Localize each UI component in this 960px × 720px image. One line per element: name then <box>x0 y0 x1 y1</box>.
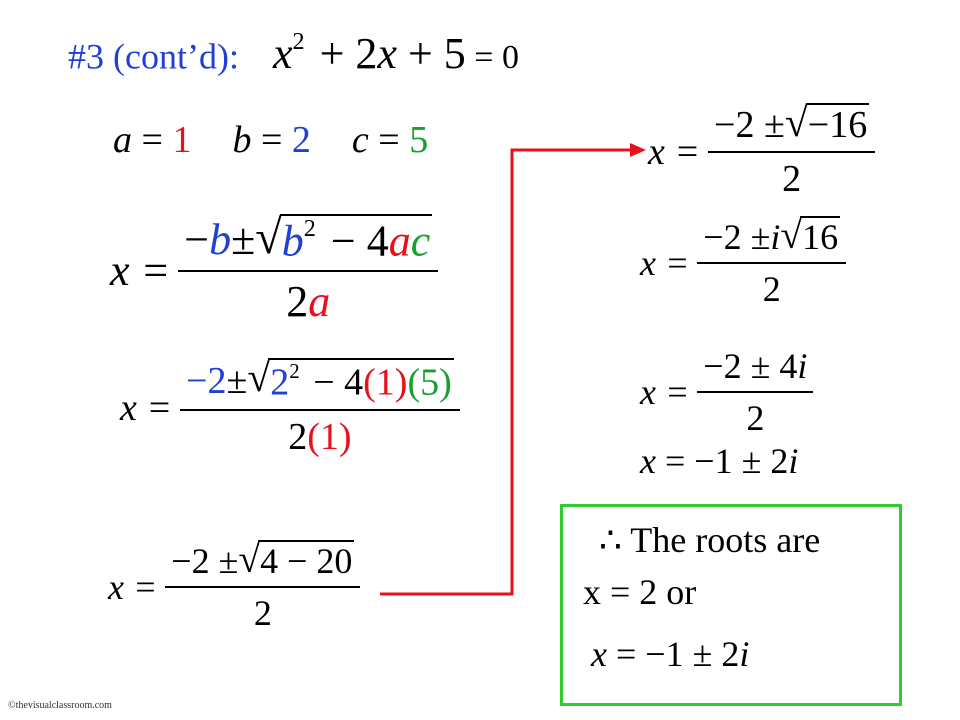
problem-label: #3 (cont’d): <box>68 36 239 77</box>
page-title: #3 (cont’d): x2 + 2x + 5 = 0 <box>68 28 519 79</box>
answer-roots: x = −1 ± 2i <box>591 634 750 674</box>
simplify-step-2: x = −2 ± √−16 2 <box>648 102 876 201</box>
c-value: 5 <box>409 119 429 161</box>
therefore-icon: ∴ <box>599 520 622 560</box>
answer-line-2: x = 2 or <box>583 572 697 612</box>
copyright-text: ©thevisualclassroom.com <box>8 700 112 711</box>
a-value: 1 <box>172 119 192 161</box>
simplify-step-3: x = −2 ± i√16 2 <box>640 216 847 310</box>
answer-heading: ∴ The roots are <box>599 520 821 560</box>
coefficients-line: a = 1 b = 2 c = 5 <box>113 119 429 161</box>
simplify-step-1: x = −2 ± √4 − 20 2 <box>108 540 361 634</box>
answer-box: ∴ The roots are x = 2 or x = −1 ± 2i <box>560 504 902 706</box>
quadratic-equation: x2 + 2x + 5 = 0 <box>272 28 519 79</box>
quadratic-formula: x = −b ± √b2 − 4ac 2a <box>110 213 439 327</box>
substitution-step: x = −2 ± √22 − 4(1)(5) 2(1) <box>120 357 460 459</box>
simplify-step-5: x = −1 ± 2i <box>640 441 799 481</box>
b-value: 2 <box>291 119 311 161</box>
